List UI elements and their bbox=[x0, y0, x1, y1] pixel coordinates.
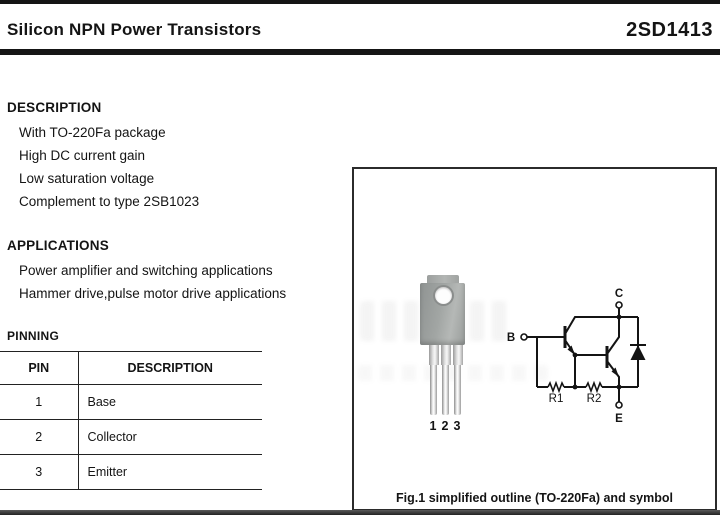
applications-list: Power amplifier and switching applicatio… bbox=[19, 259, 286, 305]
applications-item: Power amplifier and switching applicatio… bbox=[19, 263, 273, 278]
figure-box: 1 2 3 bbox=[352, 167, 717, 511]
pin-label: 3 bbox=[453, 419, 461, 433]
transistor-symbol-schematic: C B E R1 R2 bbox=[507, 288, 646, 425]
pin-label: 2 bbox=[441, 419, 449, 433]
description-list: With TO-220Fa package High DC current ga… bbox=[19, 121, 199, 213]
watermark bbox=[358, 365, 548, 381]
part-number: 2SD1413 bbox=[626, 18, 713, 41]
applications-item: Hammer drive,pulse motor drive applicati… bbox=[19, 286, 287, 301]
pin-number-cell: 1 bbox=[0, 384, 79, 420]
description-item: Complement to type 2SB1023 bbox=[19, 194, 200, 209]
package-tab bbox=[427, 275, 459, 285]
column-header-pin: PIN bbox=[0, 351, 79, 385]
package-leg-2 bbox=[440, 345, 451, 415]
table-header-row: PIN DESCRIPTION bbox=[0, 351, 262, 385]
resistor-r2-label: R2 bbox=[587, 393, 602, 405]
description-heading: DESCRIPTION bbox=[7, 100, 102, 115]
pin-description-cell: Collector bbox=[78, 419, 262, 455]
header-rule bbox=[0, 49, 720, 55]
collector-label: C bbox=[615, 288, 623, 300]
package-leg-1 bbox=[428, 345, 439, 415]
figure-caption: Fig.1 simplified outline (TO-220Fa) and … bbox=[396, 491, 673, 505]
page-bottom-edge bbox=[0, 510, 720, 515]
top-rule bbox=[0, 0, 720, 4]
emitter-label: E bbox=[615, 413, 623, 425]
applications-heading: APPLICATIONS bbox=[7, 238, 109, 253]
pin-description-cell: Emitter bbox=[78, 454, 262, 490]
resistor-r1-label: R1 bbox=[549, 393, 564, 405]
header: Silicon NPN Power Transistors 2SD1413 bbox=[7, 15, 713, 45]
pin-number-cell: 2 bbox=[0, 419, 79, 455]
table-row: 1 Base bbox=[0, 384, 262, 420]
pin-description-cell: Base bbox=[78, 384, 262, 420]
column-header-description: DESCRIPTION bbox=[78, 351, 262, 385]
table-row: 3 Emitter bbox=[0, 454, 262, 490]
pin-label: 1 bbox=[429, 419, 437, 433]
description-item: High DC current gain bbox=[19, 148, 146, 163]
pinning-heading: PINNING bbox=[7, 329, 60, 343]
pinning-table: PIN DESCRIPTION 1 Base 2 Collector 3 Emi… bbox=[0, 351, 262, 490]
description-item: Low saturation voltage bbox=[19, 171, 155, 186]
table-row: 2 Collector bbox=[0, 419, 262, 455]
base-label: B bbox=[507, 332, 515, 344]
package-leg-3 bbox=[452, 345, 463, 415]
package-mounting-hole bbox=[435, 287, 452, 304]
page-title: Silicon NPN Power Transistors bbox=[7, 20, 262, 39]
description-item: With TO-220Fa package bbox=[19, 125, 166, 140]
pin-number-cell: 3 bbox=[0, 454, 79, 490]
